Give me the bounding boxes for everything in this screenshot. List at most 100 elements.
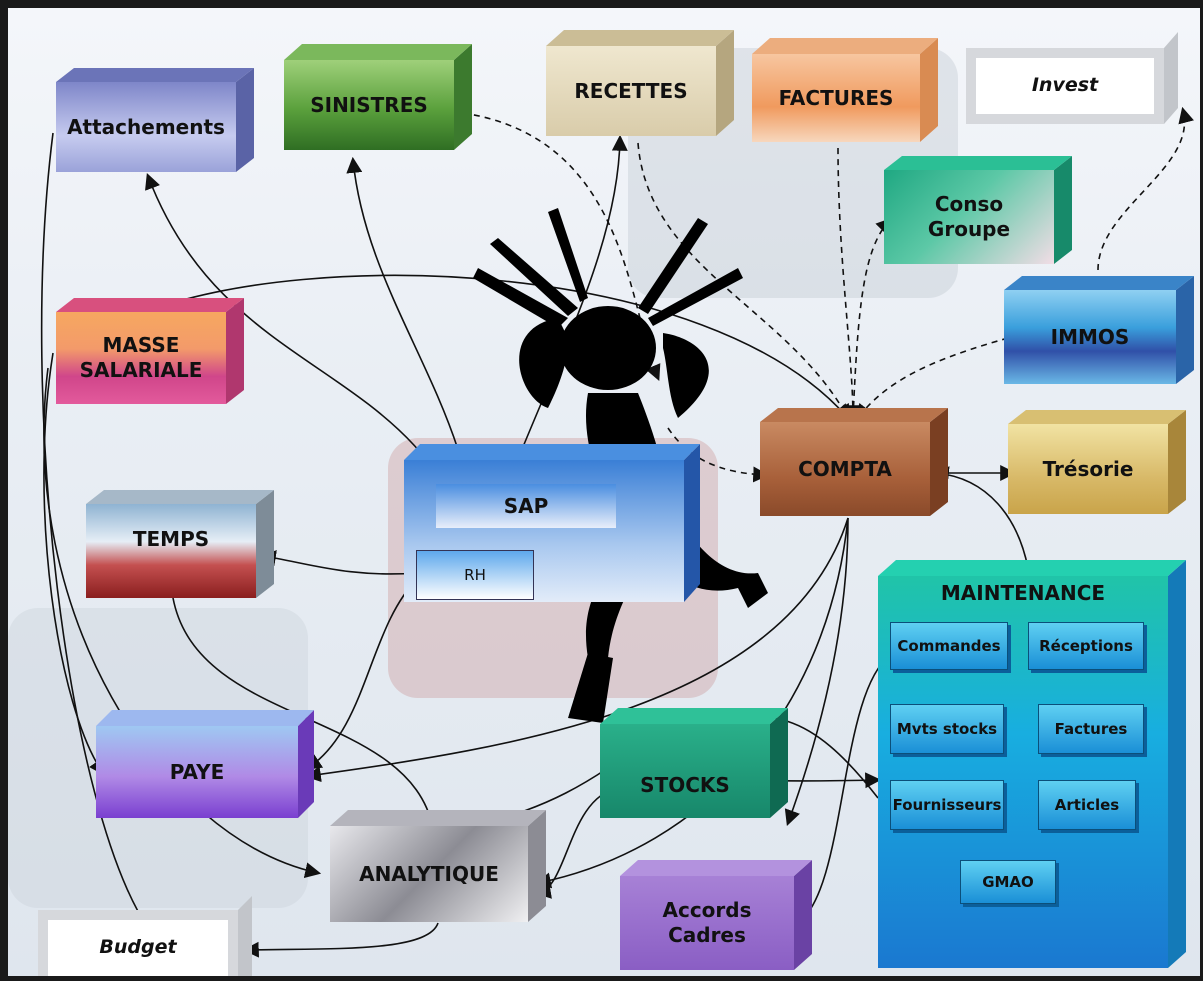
node-conso-groupe: Conso Groupe (884, 170, 1054, 264)
node-immos: IMMOS (1004, 290, 1176, 384)
box-side (528, 810, 546, 922)
node-accords-cadres-label: Accords Cadres (662, 898, 752, 947)
dash-immos-compta (856, 337, 1009, 421)
box-side (1054, 156, 1072, 264)
node-conso-groupe-label: Conso Groupe (927, 192, 1011, 241)
box-top (56, 68, 254, 82)
node-recettes: RECETTES (546, 46, 716, 136)
node-factures: FACTURES (752, 54, 920, 142)
box-side (770, 708, 788, 818)
box-side (1168, 560, 1186, 968)
box-top (330, 810, 546, 826)
box-top (1008, 410, 1186, 424)
node-budget: Budget (38, 910, 238, 976)
maint-receptions-label: Réceptions (1039, 637, 1133, 655)
box-side (794, 860, 812, 970)
node-sap-label: SAP (503, 493, 549, 518)
box-top (56, 298, 244, 312)
box-side (1176, 276, 1194, 384)
box-side (1164, 32, 1178, 124)
node-recettes-label: RECETTES (574, 78, 688, 103)
maint-fournisseurs-label: Fournisseurs (892, 796, 1002, 814)
node-sinistres-label: SINISTRES (310, 92, 428, 117)
maintenance-title: MAINTENANCE (888, 574, 1158, 612)
node-temps-label: TEMPS (132, 526, 210, 551)
box-top (546, 30, 734, 46)
link-analytique-budget (242, 922, 439, 958)
box-top (284, 44, 472, 60)
link-rh-paye (305, 577, 419, 770)
node-stocks-label: STOCKS (640, 772, 730, 797)
maint-articles-label: Articles (1054, 796, 1120, 814)
node-accords-cadres: Accords Cadres (620, 876, 794, 970)
node-invest-label: Invest (1031, 74, 1099, 97)
link-compta-paye (304, 517, 849, 783)
maint-commandes: Commandes (890, 622, 1008, 670)
node-masse-salariale: MASSE SALARIALE (56, 312, 226, 404)
box-top (96, 710, 314, 726)
maint-factures: Factures (1038, 704, 1144, 754)
maint-gmao: GMAO (960, 860, 1056, 904)
box-top (1004, 276, 1194, 290)
node-analytique: ANALYTIQUE (330, 826, 528, 922)
node-maintenance-label: MAINTENANCE (940, 580, 1106, 605)
box-top (600, 708, 788, 724)
box-side (930, 408, 948, 516)
node-temps: TEMPS (86, 504, 256, 598)
node-masse-salariale-label: MASSE SALARIALE (79, 333, 203, 382)
node-tresorie-label: Trésorie (1042, 456, 1134, 481)
link-attach-budget (40, 132, 150, 931)
link-masse-compta (142, 274, 851, 421)
box-top (884, 156, 1072, 170)
box-top (620, 860, 812, 876)
maint-fournisseurs: Fournisseurs (890, 780, 1004, 830)
maint-factures-label: Factures (1054, 720, 1128, 738)
box-side (920, 38, 938, 142)
box-side (238, 896, 252, 976)
link-masse-analytique (43, 367, 322, 879)
maint-mvts-stocks-label: Mvts stocks (896, 720, 998, 738)
box-side (454, 44, 472, 150)
maint-gmao-label: GMAO (982, 873, 1034, 891)
box-side (684, 444, 700, 602)
dash-sinistres-compta (462, 112, 661, 381)
node-sinistres: SINISTRES (284, 60, 454, 150)
node-invest: Invest (966, 48, 1164, 124)
maint-receptions: Réceptions (1028, 622, 1144, 670)
box-top (752, 38, 938, 54)
node-compta-label: COMPTA (798, 456, 892, 481)
node-analytique-label: ANALYTIQUE (359, 861, 499, 886)
dash-immos-invest (1097, 106, 1194, 271)
dash-compta-conso (852, 217, 893, 419)
link-compta-stocks (784, 517, 849, 827)
diagram-canvas: Attachements SINISTRES RECETTES FACTURES… (8, 8, 1200, 976)
box-top (878, 560, 1186, 576)
node-factures-label: FACTURES (778, 85, 894, 110)
maint-mvts-stocks: Mvts stocks (890, 704, 1004, 754)
box-top (760, 408, 948, 422)
box-side (256, 490, 274, 598)
node-attachements-label: Attachements (67, 114, 225, 139)
link-rh-temps (259, 550, 419, 575)
dash-recettes-compta (637, 142, 850, 421)
maint-articles: Articles (1038, 780, 1136, 830)
box-side (226, 298, 244, 404)
node-rh-label: RH (464, 565, 486, 584)
box-top (404, 444, 700, 460)
node-attachements: Attachements (56, 82, 236, 172)
box-side (236, 68, 254, 172)
maint-commandes-label: Commandes (897, 637, 1001, 655)
box-side (716, 30, 734, 136)
node-rh: RH (416, 550, 534, 600)
dash-factures-compta (837, 147, 861, 422)
node-compta: COMPTA (760, 422, 930, 516)
sap-label-panel: SAP (436, 484, 616, 528)
node-stocks: STOCKS (600, 724, 770, 818)
node-immos-label: IMMOS (1050, 324, 1130, 349)
link-accords-commandes (797, 651, 896, 924)
box-top (86, 490, 274, 504)
box-side (1168, 410, 1186, 514)
dash-sap-compta (667, 427, 770, 483)
box-side (298, 710, 314, 818)
node-paye: PAYE (96, 726, 298, 818)
